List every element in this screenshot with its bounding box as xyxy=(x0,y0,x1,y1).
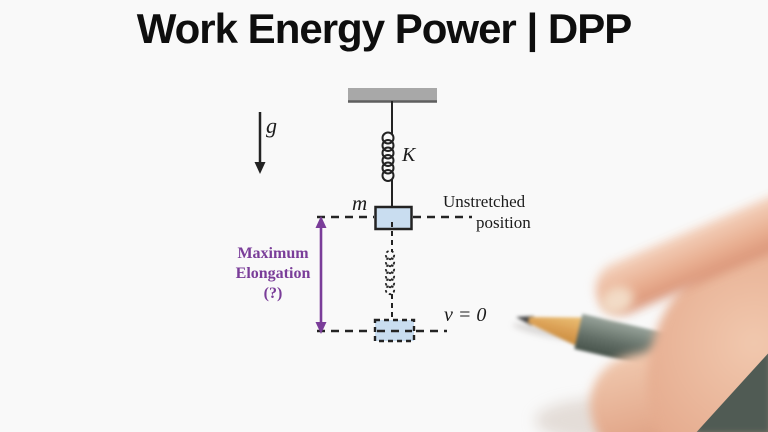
stretched-spring-dashed xyxy=(384,222,396,320)
maximum-elongation-label: Maximum Elongation (?) xyxy=(212,244,334,304)
velocity-zero-label: v = 0 xyxy=(444,304,487,326)
mass-block xyxy=(374,205,413,231)
maximum-elongation-line2: Elongation xyxy=(235,265,311,282)
gravity-label: g xyxy=(266,113,277,138)
ceiling-bar xyxy=(348,88,437,101)
maximum-elongation-line3: (?) xyxy=(263,285,283,302)
spring-constant-label: K xyxy=(402,144,416,166)
unstretched-position-label-line1: Unstretched xyxy=(443,192,526,211)
gravity-arrow xyxy=(254,112,266,174)
elongation-double-arrow xyxy=(315,216,327,334)
spring-coil xyxy=(381,131,395,182)
unstretched-position-label-line2: position xyxy=(476,213,531,232)
mass-label: m xyxy=(352,191,368,215)
page-title: Work Energy Power | DPP xyxy=(136,5,632,52)
maximum-elongation-line1: Maximum xyxy=(237,245,309,262)
